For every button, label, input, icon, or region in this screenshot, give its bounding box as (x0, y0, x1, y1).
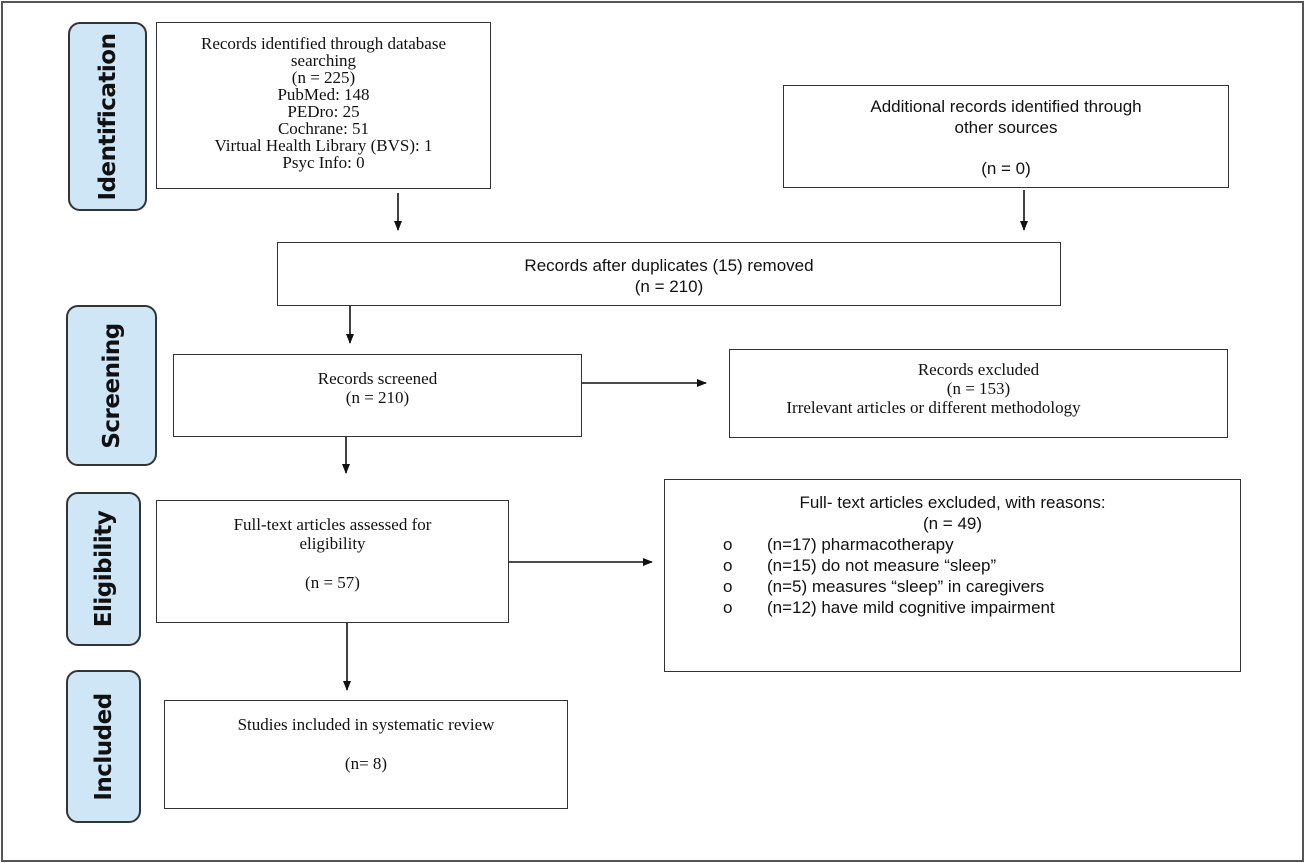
phase-identification: Identification (68, 22, 147, 211)
box-screened: Records screened (n = 210) (173, 354, 582, 437)
list-item: o (n=5) measures “sleep” in caregivers (723, 576, 1055, 597)
box-text: Full-text articles assessed for (233, 515, 432, 534)
box-database-search: Records identified through database sear… (156, 22, 491, 189)
box-other-sources: Additional records identified through ot… (783, 85, 1229, 188)
box-text: PubMed: 148 (277, 85, 370, 104)
box-text: Records after duplicates (15) removed (524, 256, 814, 275)
box-text: Psyc Info: 0 (282, 153, 365, 172)
box-count: (n= 8) (344, 754, 388, 773)
box-full-text-assessed: Full-text articles assessed for eligibil… (156, 500, 509, 623)
box-text: other sources (954, 118, 1058, 137)
box-count: (n = 49) (922, 514, 983, 533)
box-count: (n = 153) (946, 379, 1011, 398)
box-text: Additional records identified through (870, 97, 1142, 116)
reason-text: (n=12) have mild cognitive impairment (767, 598, 1055, 617)
bullet-icon: o (723, 556, 733, 575)
box-full-text-excluded: Full- text articles excluded, with reaso… (664, 479, 1241, 672)
box-text: Irrelevant articles or different methodo… (786, 398, 1081, 417)
list-item: o (n=15) do not measure “sleep” (723, 555, 1055, 576)
list-item: o (n=12) have mild cognitive impairment (723, 597, 1055, 618)
phase-screening: Screening (66, 305, 157, 466)
phase-eligibility: Eligibility (66, 492, 141, 646)
bullet-icon: o (723, 577, 733, 596)
bullet-icon: o (723, 535, 733, 554)
box-text: Full- text articles excluded, with reaso… (799, 493, 1106, 512)
box-included-studies: Studies included in systematic review (n… (164, 700, 568, 809)
box-count: (n = 210) (345, 388, 410, 407)
box-text: Studies included in systematic review (237, 715, 495, 734)
exclusion-reasons-list: o (n=17) pharmacotherapy o (n=15) do not m… (723, 534, 1055, 618)
box-count: (n = 57) (305, 573, 360, 592)
phase-included: Included (66, 670, 141, 823)
box-count: (n = 0) (981, 159, 1031, 178)
list-item: o (n=17) pharmacotherapy (723, 534, 1055, 555)
box-text: Records excluded (917, 360, 1040, 379)
box-text: PEDro: 25 (287, 102, 360, 121)
box-text: Records identified through database (200, 34, 446, 53)
box-text: eligibility (299, 534, 366, 553)
box-after-duplicates: Records after duplicates (15) removed (n… (277, 242, 1061, 306)
box-text: Virtual Health Library (BVS): 1 (214, 136, 433, 155)
bullet-icon: o (723, 598, 733, 617)
box-count: (n = 225) (291, 68, 356, 87)
reason-text: (n=15) do not measure “sleep” (767, 556, 997, 575)
box-count: (n = 210) (634, 277, 704, 296)
box-text: Cochrane: 51 (277, 119, 370, 138)
box-text: searching (290, 51, 357, 70)
box-text: Records screened (317, 369, 438, 388)
reason-text: (n=5) measures “sleep” in caregivers (767, 577, 1045, 596)
box-records-excluded: Records excluded (n = 153) Irrelevant ar… (729, 349, 1228, 438)
reason-text: (n=17) pharmacotherapy (767, 535, 954, 554)
